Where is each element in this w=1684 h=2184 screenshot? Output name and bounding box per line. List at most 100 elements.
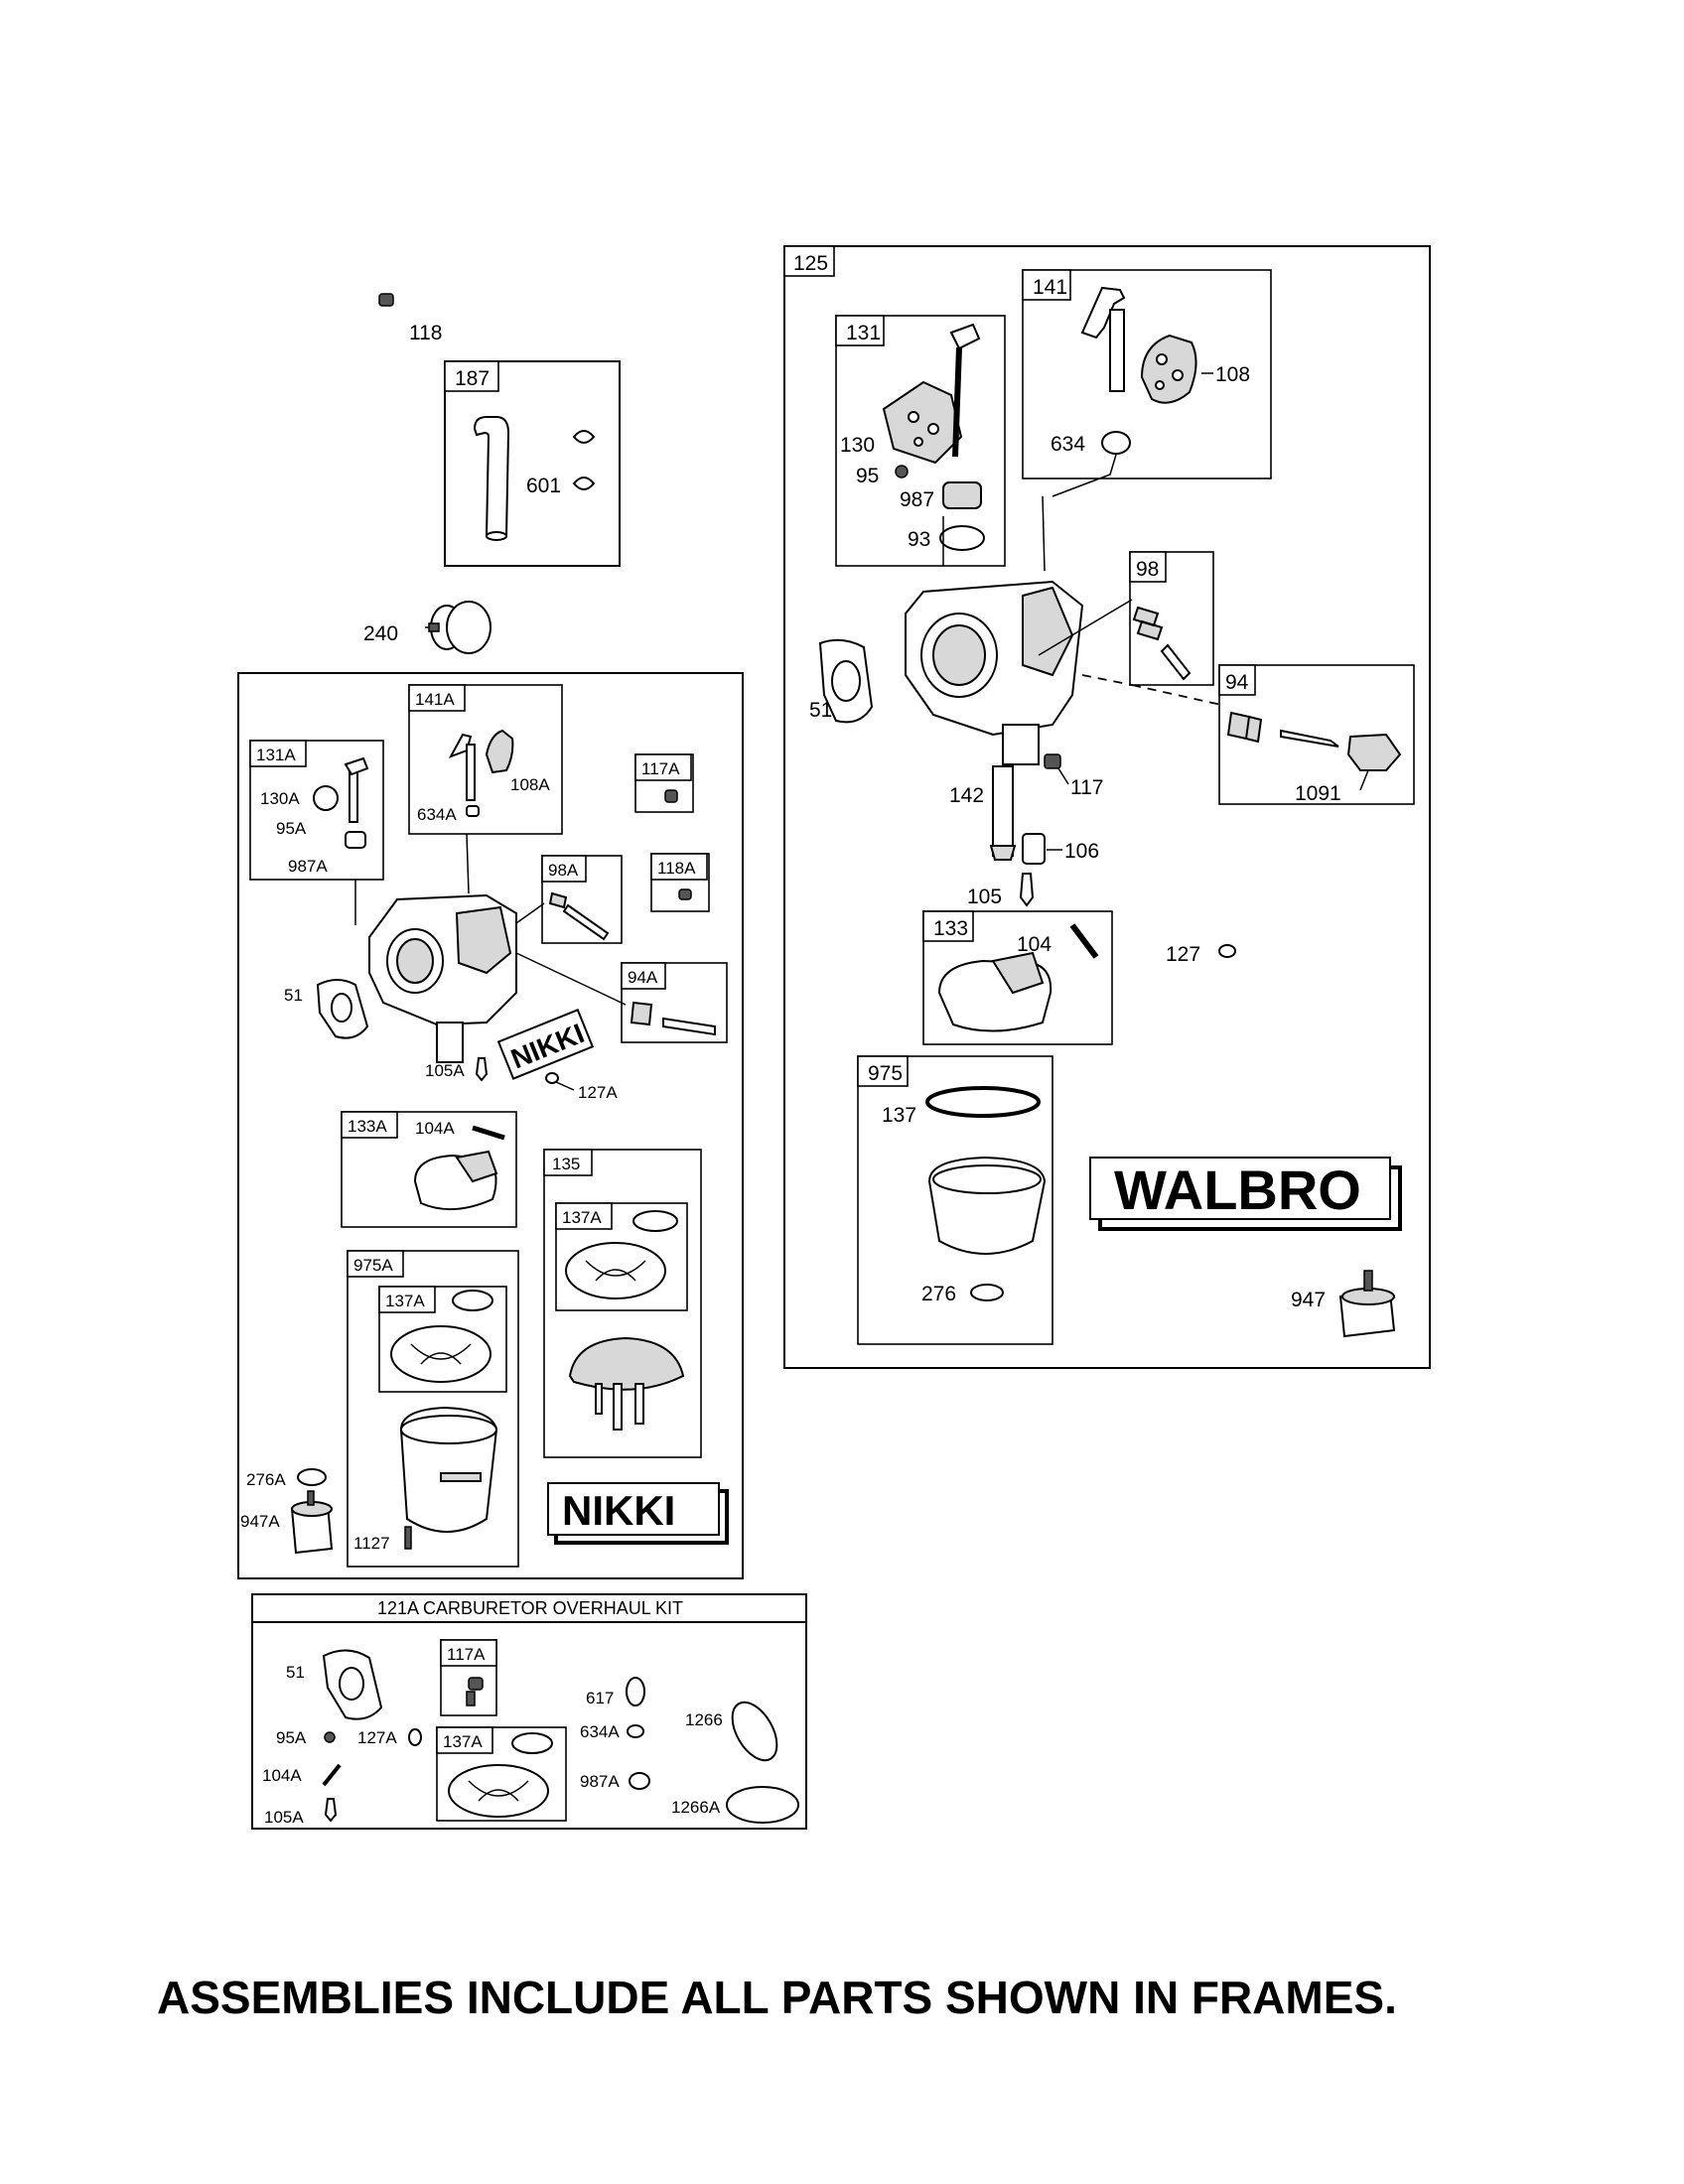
label-106: 106 [1064,840,1099,863]
tag-94: 94 [1225,671,1249,694]
kit-label-617: 617 [586,1689,614,1707]
part-240: 240 [363,601,491,654]
label-118: 118 [409,322,442,344]
label-130A: 130A [260,789,300,808]
kit-label-127A: 127A [357,1728,397,1747]
kit-part-987A: 987A [580,1772,650,1791]
part-51: 51 [809,638,874,724]
frame-187: 187 601 [444,360,621,567]
frame-94: 94 1091 [1218,664,1415,805]
kit-part-105A: 105A [264,1798,338,1827]
nikki-badge: NIKKI [547,1482,729,1545]
tag-98A: 98A [548,861,579,880]
label-108: 108 [1215,363,1250,386]
kit-label-987A: 987A [580,1772,620,1791]
kit-label-95A: 95A [276,1728,307,1747]
frame-94A: 94A [621,962,728,1043]
tag-125: 125 [793,252,828,275]
walbro-label: WALBRO [1114,1159,1361,1221]
label-142: 142 [949,784,984,807]
label-130: 130 [840,434,875,457]
walbro-badge: WALBRO [1089,1157,1402,1231]
label-51: 51 [809,699,832,722]
label-127A: 127A [578,1083,618,1102]
label-276: 276 [921,1283,956,1305]
emulsion-tube-parts: 142 117 106 105 [949,753,1103,908]
kit-part-634A: 634A [580,1722,644,1741]
part-118: 118 [378,293,442,344]
kit-tag-137A: 137A [443,1732,483,1751]
frame-125: 125 131 130 95 987 93 141 [783,245,1431,1369]
tag-117A: 117A [641,759,680,778]
frame-nikki: 141A 108A 634A 131A 130A 95A 987A 117A [237,672,744,1579]
tag-187: 187 [455,367,490,390]
label-127: 127 [1166,943,1200,966]
label-987A: 987A [288,857,328,876]
kit-tag-117A: 117A [447,1645,486,1664]
frame-137A-b: 137A [378,1286,507,1393]
label-947A: 947A [240,1512,280,1531]
frame-98: 98 [1129,551,1214,686]
part-51-nikki: 51 [284,979,369,1039]
tag-98: 98 [1136,558,1159,581]
label-117: 117 [1070,776,1103,799]
nikki-tag: NIKKI [496,1008,595,1080]
kit-frame-137A: 137A [436,1726,567,1822]
label-634: 634 [1051,433,1085,456]
label-95A: 95A [276,819,307,838]
tag-135: 135 [552,1155,580,1173]
frame-98A: 98A [541,855,623,944]
kit-frame-117A: 117A [440,1639,497,1716]
kit-label-1266A: 1266A [671,1798,721,1817]
kit-part-1266A: 1266A [671,1786,799,1824]
label-240: 240 [363,622,398,645]
frame-137A-a: 137A [555,1202,688,1311]
tag-975: 975 [868,1062,903,1085]
label-987: 987 [900,488,934,511]
kit-part-95A: 95A [276,1728,336,1747]
tag-975A: 975A [353,1256,393,1275]
frame-118A: 118A [650,853,710,912]
kit-label-104A: 104A [262,1766,302,1785]
tag-137A-b: 137A [385,1292,425,1310]
frame-141: 141 108 634 [1022,269,1272,497]
kit-part-617: 617 [586,1677,645,1707]
label-634A: 634A [417,805,457,824]
label-104: 104 [1017,933,1052,956]
label-1091: 1091 [1295,782,1341,805]
tag-133A: 133A [348,1117,387,1136]
kit-label-634A: 634A [580,1722,620,1741]
tag-141: 141 [1033,276,1067,299]
part-947: 947 [1291,1270,1396,1338]
part-105A: 105A [425,1057,489,1082]
kit-part-104A: 104A [262,1763,342,1787]
overhaul-kit-frame: 121A CARBURETOR OVERHAUL KIT 51 117A 617… [251,1593,807,1830]
kit-label-105A: 105A [264,1808,304,1827]
label-93: 93 [908,528,930,551]
label-104A: 104A [415,1119,455,1138]
assemblies-note: ASSEMBLIES INCLUDE ALL PARTS SHOWN IN FR… [157,1972,1397,2023]
label-51-nikki: 51 [284,986,303,1005]
frame-975: 975 137 276 [857,1055,1053,1345]
label-95: 95 [856,465,879,487]
label-105: 105 [967,886,1002,908]
frame-133: 133 104 [922,910,1113,1045]
tag-141A: 141A [415,690,455,709]
tag-137A-a: 137A [562,1208,602,1227]
frame-975A: 975A 137A 1127 [347,1250,519,1568]
frame-133A: 133A 104A [341,1111,517,1228]
label-276A: 276A [246,1470,286,1489]
tag-131: 131 [846,322,881,344]
nikki-label: NIKKI [562,1487,675,1534]
frame-131A: 131A 130A 95A 987A [249,740,384,881]
kit-title: 121A CARBURETOR OVERHAUL KIT [377,1598,683,1618]
walbro-carburetor-body [905,495,1222,765]
kit-label-51: 51 [286,1663,305,1682]
frame-141A: 141A 108A 634A [408,684,563,835]
tag-118A: 118A [657,859,696,878]
label-105A: 105A [425,1061,465,1080]
label-601: 601 [526,475,561,497]
kit-label-1266: 1266 [685,1710,723,1729]
frame-131: 131 130 95 987 93 [835,315,1006,567]
